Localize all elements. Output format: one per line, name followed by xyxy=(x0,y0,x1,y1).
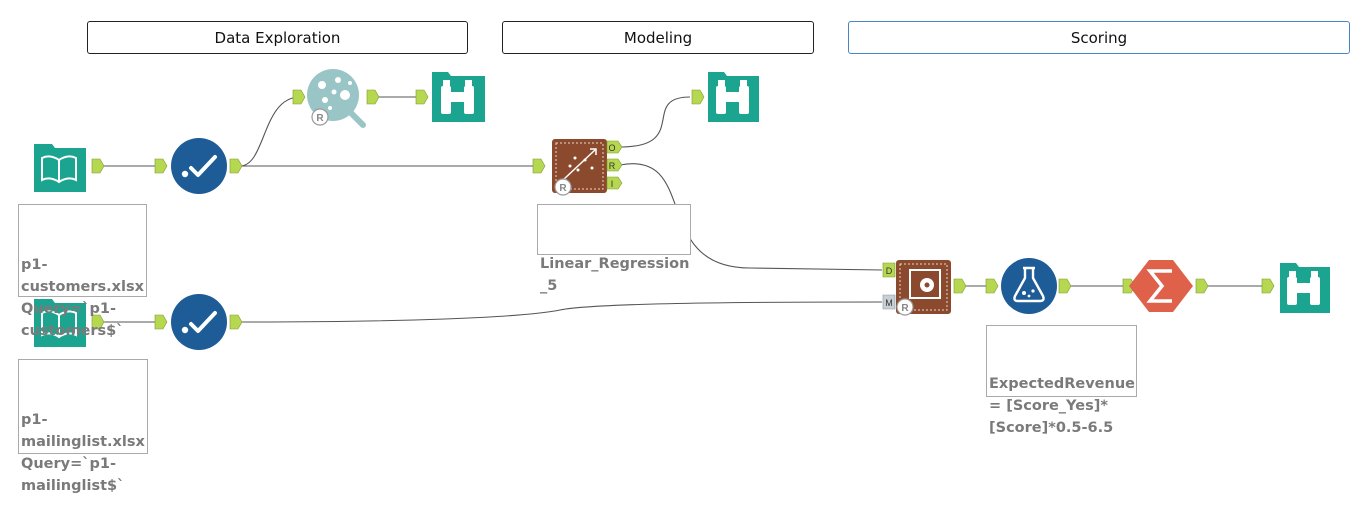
output-anchor[interactable] xyxy=(1195,278,1209,294)
svg-text:R: R xyxy=(559,183,567,194)
annotation-line: [Score]*0.5-6.5 xyxy=(989,420,1114,436)
select-checkmark-icon xyxy=(171,294,227,350)
container-data-exploration[interactable]: Data Exploration xyxy=(87,21,468,54)
formula-flask-icon xyxy=(1001,258,1057,314)
anchor-label-r: R xyxy=(609,161,616,171)
input-anchor[interactable] xyxy=(292,89,306,105)
annotation-line: p1- xyxy=(21,257,48,273)
annotation-line: customers$` xyxy=(21,323,124,339)
annotation-line: ExpectedRevenue xyxy=(989,376,1135,392)
output-anchor[interactable] xyxy=(953,278,967,294)
input-anchor-d[interactable] xyxy=(882,262,896,278)
container-modeling[interactable]: Modeling xyxy=(502,21,814,54)
select-checkmark-icon xyxy=(171,138,227,194)
output-anchor[interactable] xyxy=(1058,278,1072,294)
input-anchor-m[interactable] xyxy=(882,294,896,310)
annotation-line: mailinglist.xlsx xyxy=(21,434,145,450)
regression-output-anchors: O R I xyxy=(606,140,623,190)
anchor-label-i: I xyxy=(611,179,614,189)
input-anchor[interactable] xyxy=(532,158,546,174)
input-anchor[interactable] xyxy=(691,89,705,105)
annotation-line: mailinglist$` xyxy=(21,478,125,494)
annotation-line: Query=`p1- xyxy=(21,301,116,317)
connector-line xyxy=(239,96,301,167)
score-icon: R xyxy=(896,260,951,316)
annotation-linear-regression: Linear_Regression _5 xyxy=(537,204,691,294)
select-mailinglist-tool[interactable] xyxy=(171,294,227,350)
annotation-line: _5 xyxy=(540,278,558,294)
output-anchor-i[interactable] xyxy=(606,176,623,190)
input-anchor[interactable] xyxy=(985,278,999,294)
input-anchor[interactable] xyxy=(1261,278,1275,294)
annotation-line: Query=`p1- xyxy=(21,456,116,472)
browse-binoculars-icon xyxy=(432,72,485,122)
scatterplot-tool[interactable]: R xyxy=(307,69,366,128)
browse-binoculars-icon xyxy=(708,72,759,122)
summarize-tool[interactable] xyxy=(1129,260,1193,312)
connector-line xyxy=(619,96,691,148)
score-tool[interactable]: D M R xyxy=(882,260,951,316)
svg-text:R: R xyxy=(316,113,324,124)
input-data-customers-tool[interactable] xyxy=(34,144,86,192)
input-data-mailinglist-tool[interactable] xyxy=(34,299,86,347)
select-customers-tool[interactable] xyxy=(171,138,227,194)
output-anchor[interactable] xyxy=(229,314,243,330)
annotation-line: p1- xyxy=(21,412,48,428)
output-anchor-r[interactable] xyxy=(606,158,623,172)
linear-regression-icon: R xyxy=(552,139,607,196)
output-anchor-o[interactable] xyxy=(606,140,623,154)
anchor-label-d: D xyxy=(886,266,893,276)
annotation-line: = [Score_Yes]* xyxy=(989,398,1108,414)
output-anchor[interactable] xyxy=(91,158,105,174)
annotation-line: Linear_Regression xyxy=(540,256,690,272)
output-anchor[interactable] xyxy=(229,158,243,174)
anchor-label-m: M xyxy=(885,298,893,308)
svg-text:R: R xyxy=(901,303,909,314)
input-anchor[interactable] xyxy=(154,158,168,174)
connector-line xyxy=(239,301,883,323)
anchors xyxy=(91,89,1275,330)
workflow-canvas: R R xyxy=(34,69,1330,350)
input-data-book-icon xyxy=(34,299,86,347)
browse-tool-3[interactable] xyxy=(1280,263,1330,313)
r-scatterplot-icon: R xyxy=(307,69,366,128)
annotation-line: customers.xlsx xyxy=(21,279,144,295)
formula-tool[interactable] xyxy=(1001,258,1057,314)
container-scoring[interactable]: Scoring xyxy=(848,21,1350,54)
output-anchor[interactable] xyxy=(91,314,105,330)
summarize-sigma-icon xyxy=(1129,260,1193,312)
browse-binoculars-icon xyxy=(1280,263,1330,313)
annotation-formula: ExpectedRevenue = [Score_Yes]* [Score]*0.5… xyxy=(986,325,1137,436)
input-anchor[interactable] xyxy=(415,89,429,105)
output-anchor[interactable] xyxy=(366,89,380,105)
linear-regression-tool[interactable]: R O R I xyxy=(552,139,623,196)
input-anchor[interactable] xyxy=(154,314,168,330)
anchor-label-o: O xyxy=(608,143,615,153)
input-data-book-icon xyxy=(34,144,86,192)
browse-tool-2[interactable] xyxy=(708,72,759,122)
browse-tool-1[interactable] xyxy=(432,72,485,122)
